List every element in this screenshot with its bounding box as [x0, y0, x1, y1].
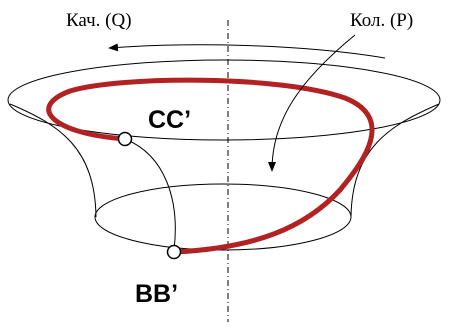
- quantity-label: Кол. (P): [350, 10, 413, 31]
- funnel-left-side: [9, 103, 97, 218]
- quality-arrow: [108, 43, 386, 59]
- spiral-path: [46, 77, 375, 255]
- upper-point-marker: [117, 131, 133, 147]
- lower-point-marker: [166, 244, 182, 260]
- top-rim-ellipse: [7, 59, 441, 141]
- funnel-right-side: [350, 103, 440, 218]
- quantity-arrow: [268, 34, 356, 172]
- upper-point-label: CC’: [148, 106, 191, 134]
- bottom-base-ellipse: [94, 183, 352, 251]
- lower-point-label: BB’: [135, 280, 178, 308]
- connector-curve: [124, 138, 176, 251]
- quality-label: Кач. (Q): [66, 10, 132, 31]
